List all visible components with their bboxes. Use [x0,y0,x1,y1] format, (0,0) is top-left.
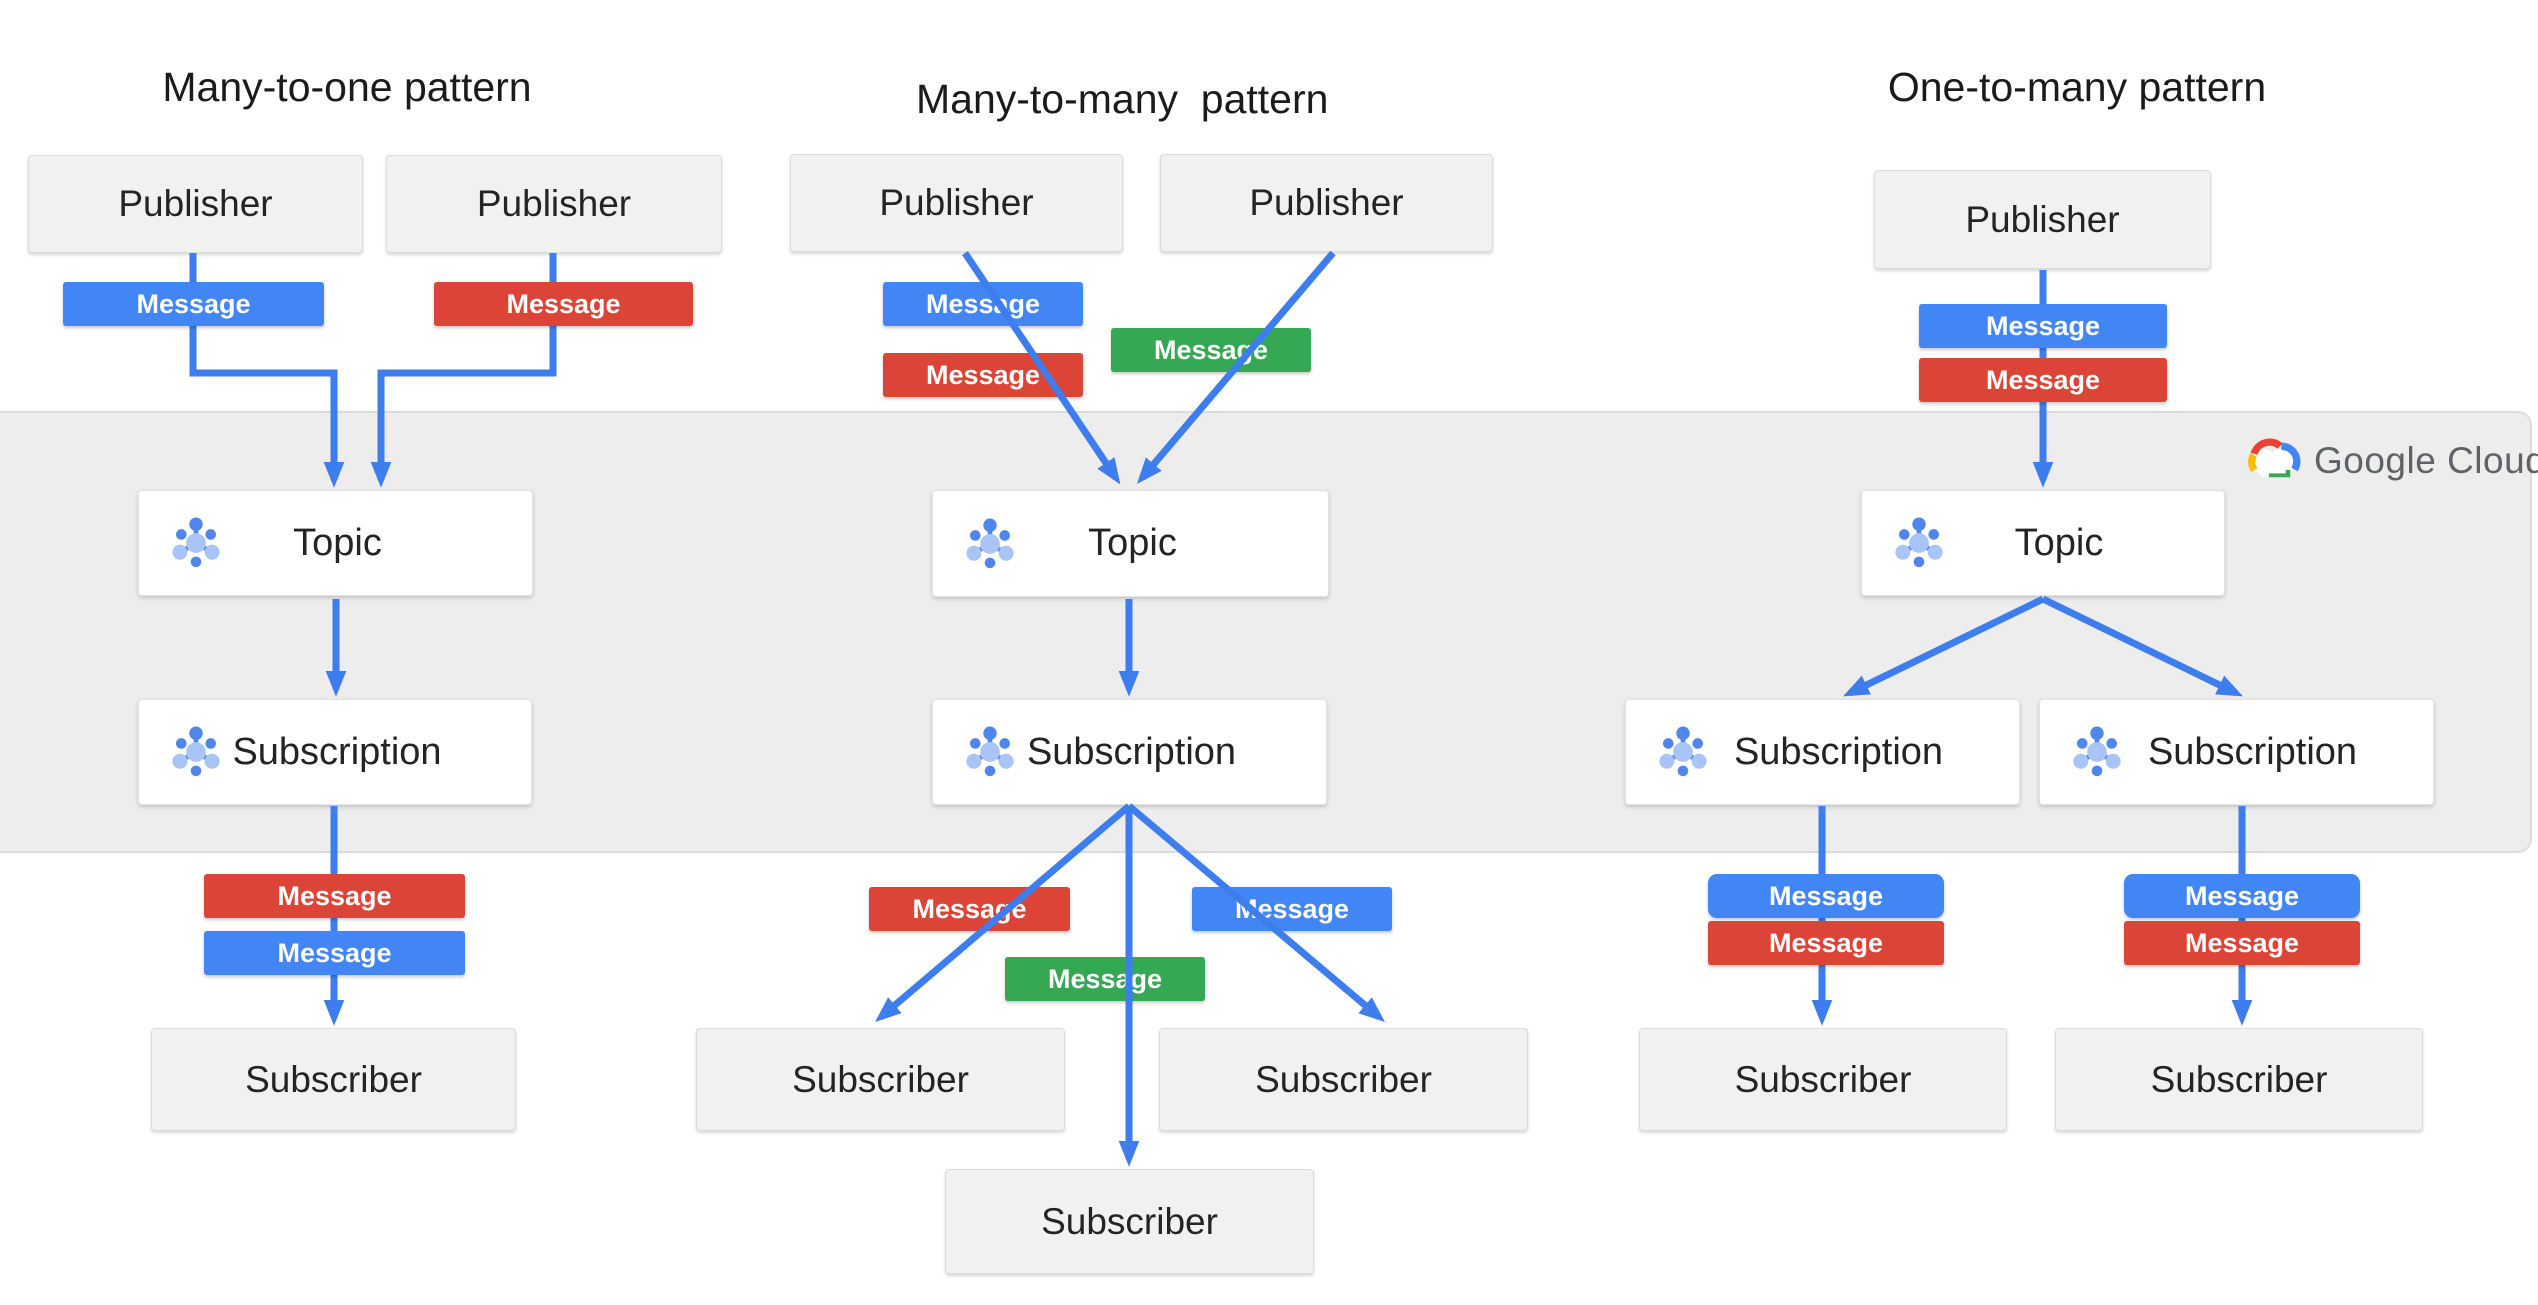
subscriber-box: Subscriber [1159,1028,1528,1131]
message-badge-blue: Message [1919,304,2167,348]
subscriber-box: Subscriber [945,1169,1314,1274]
publisher-box: Publisher [386,155,722,253]
pubsub-topic-icon [1888,512,1950,574]
pubsub-subscription-icon [959,721,1021,783]
publisher-box: Publisher [28,155,363,253]
message-badge-red: Message [883,353,1083,397]
message-badge-blue: Message [883,282,1083,326]
topic-box: Topic [138,490,533,596]
publisher-box: Publisher [1160,154,1493,252]
subscriber-box: Subscriber [696,1028,1065,1131]
subscription-box: Subscription [1625,699,2020,805]
pattern-title-many-to-many: Many-to-many pattern [916,76,1329,122]
pubsub-topic-icon [959,513,1021,575]
publisher-box: Publisher [1874,170,2211,269]
message-badge-green: Message [1111,328,1311,372]
message-badge-red: Message [1708,921,1944,965]
publisher-label: Publisher [476,183,632,224]
topic-label: Topic [2014,521,2104,564]
pattern-title-one-to-many: One-to-many pattern [1887,64,2267,110]
subscriber-label: Subscriber [1734,1058,1912,1100]
google-cloud-icon [2248,438,2301,478]
message-badge-blue: Message [1708,874,1944,918]
topic-box: Topic [932,490,1329,597]
message-badge-red: Message [434,282,693,326]
message-badge-blue: Message [63,282,324,326]
google-cloud-logo: Google Cloud [2246,438,2538,483]
message-badge-red: Message [869,887,1070,931]
topic-label: Topic [293,521,382,564]
subscriber-label: Subscriber [2150,1058,2328,1100]
topic-box: Topic [1861,490,2225,596]
message-badge-red: Message [2124,921,2360,965]
message-badge-blue: Message [204,931,465,975]
publisher-label: Publisher [1249,182,1404,223]
publisher-label: Publisher [879,182,1034,223]
message-badge-red: Message [204,874,465,918]
google-cloud-wordmark: Google Cloud [2314,439,2538,481]
subscriber-label: Subscriber [245,1058,422,1100]
subscriber-label: Subscriber [1255,1058,1432,1100]
subscriber-box: Subscriber [2055,1028,2423,1131]
subscription-label: Subscription [1733,730,1944,773]
pubsub-subscription-icon [165,721,227,783]
subscription-label: Subscription [232,730,442,773]
message-badge-green: Message [1005,957,1205,1001]
pubsub-subscription-icon [1652,721,1714,783]
pubsub-topic-icon [165,512,227,574]
topic-label: Topic [1088,522,1177,564]
subscription-label: Subscription [2147,730,2358,773]
pubsub-subscription-icon [2066,721,2128,783]
message-badge-red: Message [1919,358,2167,402]
subscription-box: Subscription [138,699,532,805]
publisher-box: Publisher [790,154,1123,252]
subscription-label: Subscription [1026,730,1237,773]
subscriber-label: Subscriber [1041,1200,1218,1242]
message-badge-blue: Message [1192,887,1392,931]
publisher-label: Publisher [118,183,273,224]
subscriber-box: Subscriber [1639,1028,2007,1131]
subscription-box: Subscription [2039,699,2434,805]
subscriber-label: Subscriber [792,1058,969,1100]
subscriber-box: Subscriber [151,1028,516,1131]
message-badge-blue: Message [2124,874,2360,918]
publisher-label: Publisher [1965,198,2120,240]
subscription-box: Subscription [932,699,1327,805]
pattern-title-many-to-one: Many-to-one pattern [162,64,532,110]
